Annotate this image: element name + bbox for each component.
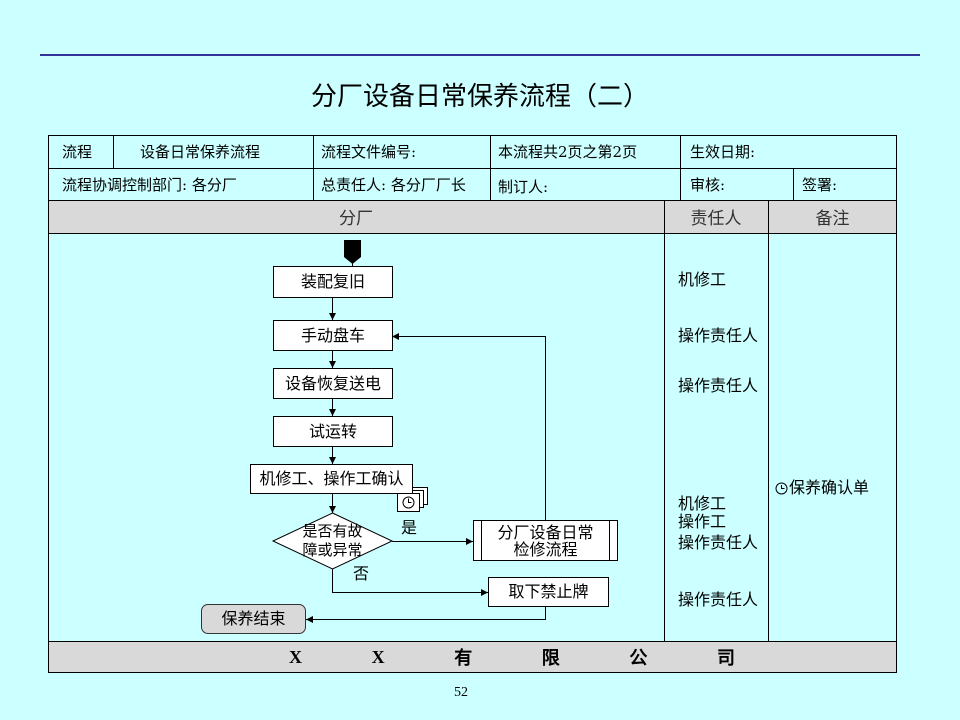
page-number: 52 <box>454 685 468 700</box>
page-title: 分厂设备日常保养流程（二） <box>310 82 649 112</box>
remark-text: 保养确认单 <box>789 478 870 497</box>
cell-signature: 签署: <box>802 175 838 194</box>
owner-text: 操作责任人 <box>678 533 759 552</box>
footer-company: X X 有 限 公 司 <box>289 641 735 673</box>
decision-line: 是否有故 <box>302 522 363 540</box>
flow-step-confirmation: 机修工、操作工确认 <box>250 464 413 494</box>
footer-char: X <box>371 646 385 667</box>
repair-process-line: 分厂设备日常 <box>497 522 594 542</box>
footer-char: 公 <box>629 648 648 668</box>
cell-effective-date: 生效日期: <box>690 143 756 161</box>
flow-end: 保养结束 <box>201 604 306 634</box>
arrow-loop-back <box>392 333 546 520</box>
cell-process-name: 设备日常保养流程 <box>140 143 261 161</box>
clock-hands <box>408 498 412 503</box>
footer-char: 限 <box>541 648 560 668</box>
document-stack-clock-icon <box>397 487 428 512</box>
clock-icon <box>775 482 788 495</box>
cell-page-count: 本流程共2页之第2页 <box>498 143 638 161</box>
column-header-band <box>48 200 897 233</box>
cell-process-label: 流程 <box>62 143 93 161</box>
cell-author: 制订人: <box>498 177 549 196</box>
decision-line: 障或异常 <box>302 541 363 559</box>
start-marker <box>344 240 361 264</box>
cell-coordinating-dept: 流程协调控制部门: 各分厂 <box>62 175 237 194</box>
cell-reviewer: 审核: <box>690 175 726 194</box>
arrow-to-end <box>306 607 546 623</box>
flow-step-remove-sign: 取下禁止牌 <box>488 577 609 607</box>
decision-text: 是否有故 障或异常 <box>273 513 392 569</box>
footer-char: X <box>289 646 302 667</box>
footer-char: 有 <box>454 648 473 668</box>
remark-item: 保养确认单 <box>775 479 869 497</box>
table-bands <box>48 200 897 673</box>
flow-step-trial-run: 试运转 <box>273 416 393 447</box>
no-label: 否 <box>353 564 370 583</box>
flow-step-restore-power: 设备恢复送电 <box>273 368 393 399</box>
repair-process-box: 分厂设备日常 检修流程 <box>473 520 618 561</box>
owner-text: 操作工 <box>678 512 727 531</box>
column-header-remarks: 备注 <box>815 209 850 229</box>
cell-document-number: 流程文件编号: <box>321 143 417 161</box>
table-border <box>48 135 897 673</box>
cell-chief-owner: 总责任人: 各分厂厂长 <box>321 175 466 194</box>
column-header-owner: 责任人 <box>690 209 742 229</box>
owner-text: 机修工 <box>678 494 727 513</box>
flow-step-manual-turning: 手动盘车 <box>273 320 393 351</box>
owner-text: 机修工 <box>678 270 727 289</box>
footer-char: 司 <box>716 648 735 668</box>
owner-text: 操作责任人 <box>678 590 759 609</box>
arrow-no <box>332 569 488 596</box>
column-header-dept: 分厂 <box>339 209 373 229</box>
yes-label: 是 <box>401 518 418 537</box>
footer-band <box>48 641 897 673</box>
owner-text: 操作责任人 <box>678 376 759 395</box>
flow-step-reassemble: 装配复旧 <box>273 266 393 298</box>
repair-process-line: 检修流程 <box>513 539 578 559</box>
owner-text: 操作责任人 <box>678 326 759 345</box>
table-grid <box>48 135 897 673</box>
